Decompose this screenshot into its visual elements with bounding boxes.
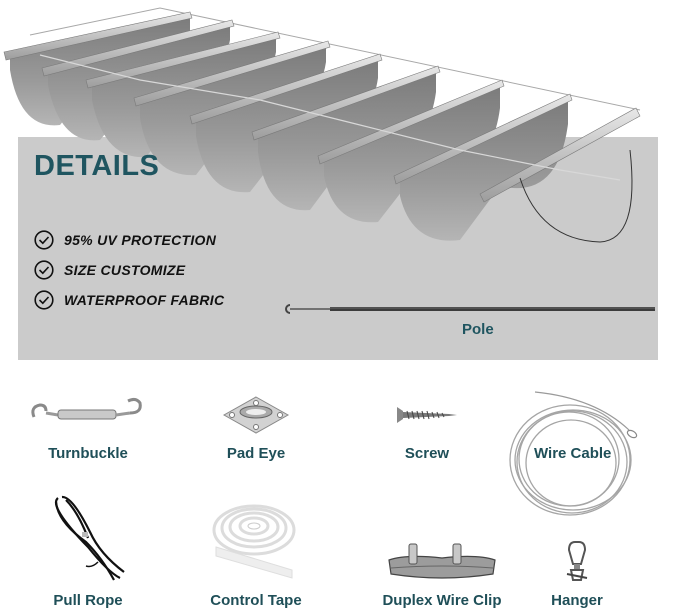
wave-shade-illustration — [3, 7, 641, 243]
feature-uv-protection: 95% UV PROTECTION — [34, 229, 216, 251]
accessory-label: Wire Cable — [534, 445, 612, 462]
accessory-label: Screw — [404, 445, 450, 462]
pull-rope-icon — [54, 495, 125, 581]
pad-eye-icon — [222, 396, 290, 434]
accessory-hanger: Hanger — [545, 540, 609, 609]
accessory-duplex-wire-clip: Duplex Wire Clip — [367, 540, 517, 609]
accessory-screw: Screw — [367, 395, 487, 462]
accessory-label: Pad Eye — [226, 445, 286, 462]
accessory-label: Turnbuckle — [48, 445, 128, 462]
check-circle-icon — [34, 230, 54, 250]
check-circle-icon — [34, 260, 54, 280]
hanger-icon — [566, 541, 588, 581]
control-tape-icon — [212, 504, 296, 579]
accessory-pull-rope: Pull Rope — [28, 492, 148, 609]
pole-icon — [285, 304, 655, 314]
feature-label: SIZE CUSTOMIZE — [64, 262, 186, 278]
details-title: DETAILS — [34, 150, 160, 182]
accessory-turnbuckle: Turnbuckle — [28, 395, 148, 462]
feature-size-customize: SIZE CUSTOMIZE — [34, 259, 185, 281]
turnbuckle-icon — [31, 397, 142, 420]
accessory-label: Hanger — [551, 592, 603, 609]
accessory-label: Control Tape — [210, 592, 302, 609]
duplex-wire-clip-icon — [388, 543, 496, 579]
accessory-label: Duplex Wire Clip — [382, 592, 502, 609]
wire-cable-icon — [509, 391, 638, 516]
screw-icon — [397, 407, 457, 423]
accessory-control-tape: Control Tape — [196, 492, 316, 609]
accessory-pad-eye: Pad Eye — [196, 395, 316, 462]
accessory-label: Pull Rope — [53, 592, 123, 609]
feature-waterproof-fabric: WATERPROOF FABRIC — [34, 289, 224, 311]
check-circle-icon — [34, 290, 54, 310]
pole-label: Pole — [462, 321, 494, 338]
feature-label: 95% UV PROTECTION — [64, 232, 217, 248]
feature-label: WATERPROOF FABRIC — [64, 292, 225, 308]
